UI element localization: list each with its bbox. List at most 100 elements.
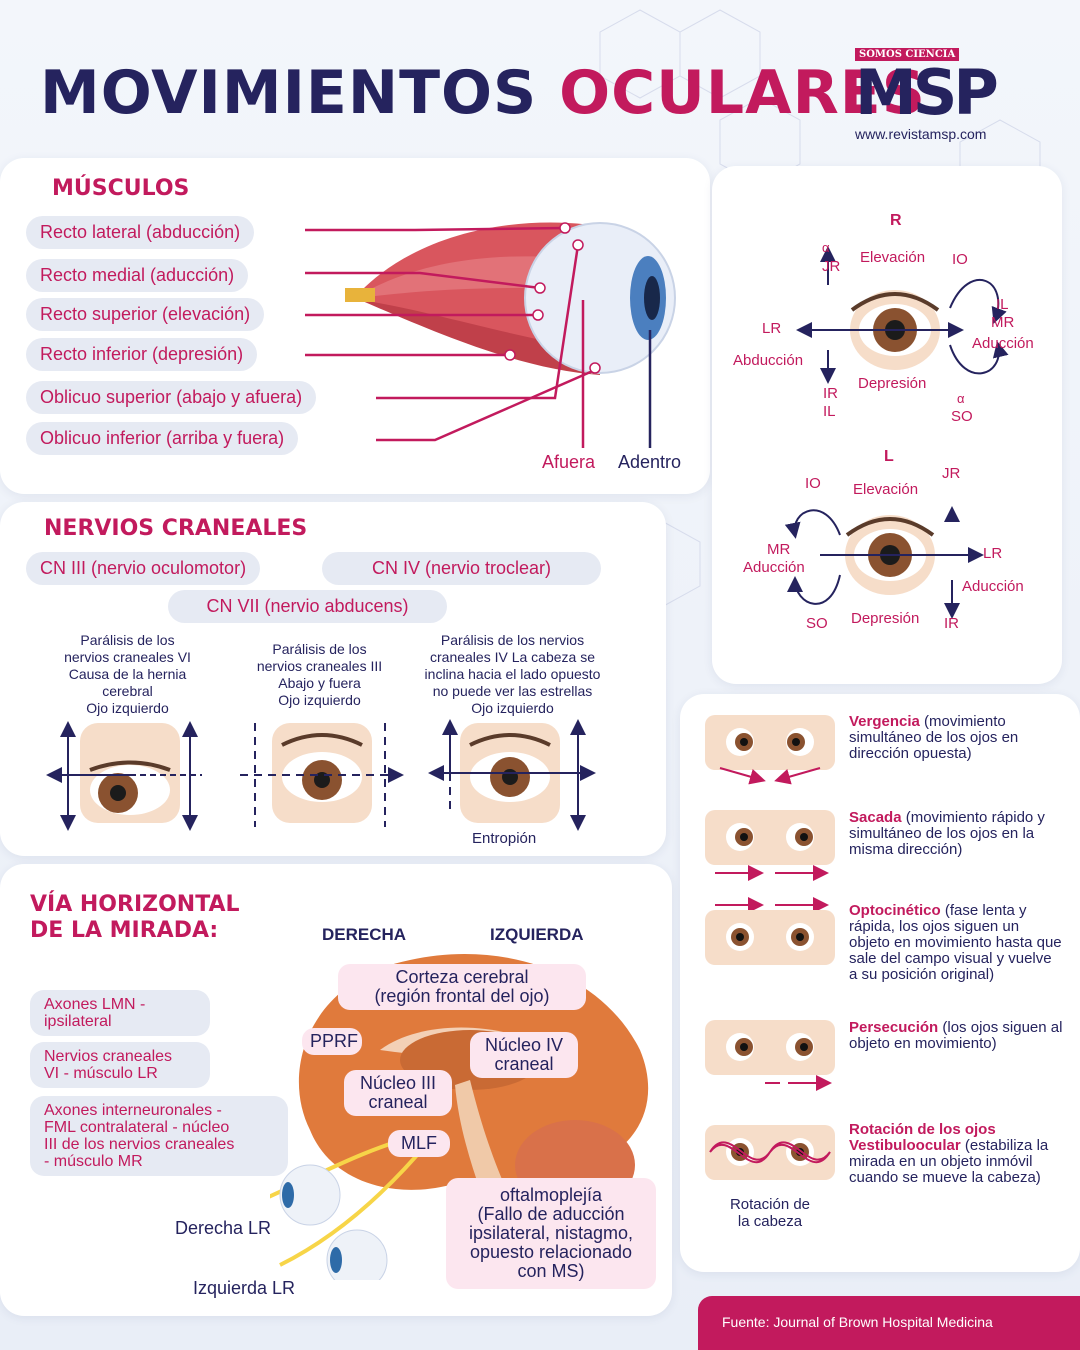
right-alpha-bottom: α [957, 391, 965, 406]
cn4-pill: CN IV (nervio troclear) [322, 552, 601, 585]
left-lr: LR [983, 545, 1003, 562]
pill-line: III de los nervios craneales [44, 1136, 235, 1153]
vergence-eyes [705, 715, 835, 785]
palsy-iii-caption: Parálisis de los nervios craneales III A… [232, 641, 407, 709]
pill-line: Núcleo III [359, 1073, 437, 1093]
left-so: SO [806, 615, 828, 632]
movement-vergence: Vergencia (movimiento simultáneo de los … [849, 714, 1064, 762]
izquierda-lr-label: Izquierda LR [193, 1278, 296, 1298]
movement-optokinetic: Optocinético (fase lenta y rápida, los o… [849, 903, 1064, 983]
caption-line: Parálisis de los [272, 641, 367, 657]
movement-name: Optocinético [849, 902, 941, 919]
caption-line: no puede ver las estrellas [432, 683, 593, 699]
pill-line: Nervios craneales [44, 1048, 173, 1065]
pill-line: (región frontal del ojo) [374, 986, 550, 1006]
caption-line: la cabeza [737, 1213, 803, 1230]
msp-logo: SOMOS CIENCIA MSP www.revistamsp.com [855, 44, 1025, 142]
axones-interneuronales-pill: Axones interneuronales - FML contralater… [30, 1096, 288, 1176]
heading-line: DE LA MIRADA: [30, 918, 219, 943]
pill-line: con MS) [517, 1261, 585, 1281]
movement-eye-icons [705, 715, 835, 1180]
muscle-label-medial-rectus: Recto medial (aducción) [26, 259, 249, 292]
cn3-pill: CN III (nervio oculomotor) [26, 552, 261, 585]
cranial-nerves-heading: NERVIOS CRANEALES [44, 516, 308, 541]
movement-name: Vergencia [849, 713, 920, 730]
nucleo-iv-label: Núcleo IV craneal [470, 1032, 578, 1078]
muscles-heading: MÚSCULOS [52, 176, 190, 201]
head-rotation-caption: Rotación de la cabeza [715, 1196, 825, 1230]
left-io: IO [805, 475, 821, 492]
pill-line: VI - músculo LR [44, 1065, 158, 1082]
optokinetic-eyes [705, 897, 835, 965]
pill-line: Axones interneuronales - [44, 1102, 222, 1119]
caption-line: Parálisis de los [80, 632, 175, 648]
right-eye-diagram [796, 246, 1009, 384]
right-eye-letter: R [890, 212, 902, 229]
caption-line: nervios craneales III [256, 658, 383, 674]
nucleo-iii-label: Núcleo III craneal [344, 1070, 452, 1116]
pill-line: oftalmoplejía [499, 1185, 603, 1205]
logo-tagline: SOMOS CIENCIA [855, 48, 960, 61]
right-so: SO [951, 408, 973, 425]
right-mr: MR [991, 314, 1015, 331]
right-depresion: Depresión [858, 375, 927, 392]
movement-text: (estabiliza la mirada en un objeto inmóv… [849, 1137, 1049, 1186]
left-elevacion: Elevación [853, 481, 919, 498]
logo-url[interactable]: www.revistamsp.com [855, 126, 987, 142]
pursuit-eyes [705, 1020, 835, 1091]
movement-text: (movimiento simultáneo de los ojos en di… [849, 713, 1019, 762]
left-depresion: Depresión [851, 610, 920, 627]
movement-pursuit: Persecución (los ojos siguen al objeto e… [849, 1020, 1064, 1052]
movement-text: (fase lenta y rápida, los ojos siguen un… [849, 902, 1062, 983]
left-aduccion: Aducción [743, 559, 805, 576]
caption-line: cerebral [102, 683, 153, 699]
pill-line: Núcleo IV [484, 1035, 564, 1055]
saccade-eyes [705, 810, 835, 881]
caption-line: Parálisis de los nervios [440, 632, 585, 648]
page-title: MOVIMIENTOS OCULARES [40, 58, 926, 128]
right-lr: LR [762, 320, 782, 337]
eyeball-left [326, 1229, 388, 1280]
right-il-bottom: IL [823, 403, 836, 420]
caption-line: Causa de la hernia [68, 666, 187, 682]
corteza-cerebral-label: Corteza cerebral (región frontal del ojo… [338, 964, 586, 1010]
pprf-label: PPRF [302, 1028, 362, 1055]
muscle-label-inferior-oblique: Oblicuo inferior (arriba y fuera) [26, 422, 299, 455]
right-jr: JR [822, 258, 841, 275]
left-eye-letter: L [884, 448, 894, 465]
palsy-eyes-illustration [46, 719, 596, 831]
afuera-label: Afuera [542, 452, 596, 472]
movement-saccade: Sacada (movimiento rápido y simultáneo d… [849, 810, 1064, 858]
left-eye-diagram [784, 506, 984, 619]
left-ir: IR [944, 615, 959, 632]
right-ir: IR [823, 385, 838, 402]
pill-line: ipsilateral [44, 1013, 112, 1030]
pill-line: FML contralateral - núcleo [44, 1119, 230, 1136]
pill-line: ipsilateral, nistagmo, [468, 1223, 634, 1243]
caption-line: Ojo izquierdo [278, 692, 361, 708]
derecha-lr-label: Derecha LR [175, 1218, 272, 1238]
derecha-label: DERECHA [322, 925, 407, 944]
palsy-iv-caption: Parálisis de los nervios craneales IV La… [405, 632, 620, 717]
eyeball-right [279, 1164, 341, 1226]
right-alpha-top: α [822, 240, 830, 255]
pill-line: - músculo MR [44, 1153, 143, 1170]
pill-line: craneal [368, 1092, 428, 1112]
gaze-pathway-heading: VÍA HORIZONTAL DE LA MIRADA: [30, 892, 240, 944]
adentro-label: Adentro [618, 452, 682, 472]
palsy-eye-1 [46, 721, 202, 831]
muscle-label-lateral-rectus: Recto lateral (abducción) [26, 216, 255, 249]
palsy-vi-caption: Parálisis de los nervios craneales VI Ca… [40, 632, 215, 717]
right-abduccion: Abducción [733, 352, 804, 369]
heading-line: VÍA HORIZONTAL [30, 892, 240, 917]
source-banner: Fuente: Journal of Brown Hospital Medici… [698, 1296, 1080, 1350]
movement-text: (movimiento rápido y simultáneo de los o… [849, 809, 1045, 858]
left-jr: JR [942, 465, 961, 482]
muscle-label-superior-oblique: Oblicuo superior (abajo y afuera) [26, 381, 317, 414]
left-mr: MR [767, 541, 791, 558]
caption-line: Rotación de [729, 1196, 811, 1213]
caption-line: Ojo izquierdo [86, 700, 169, 716]
title-part-1: MOVIMIENTOS [40, 58, 538, 128]
caption-line: Ojo izquierdo [471, 700, 554, 716]
muscle-label-inferior-rectus: Recto inferior (depresión) [26, 338, 258, 371]
